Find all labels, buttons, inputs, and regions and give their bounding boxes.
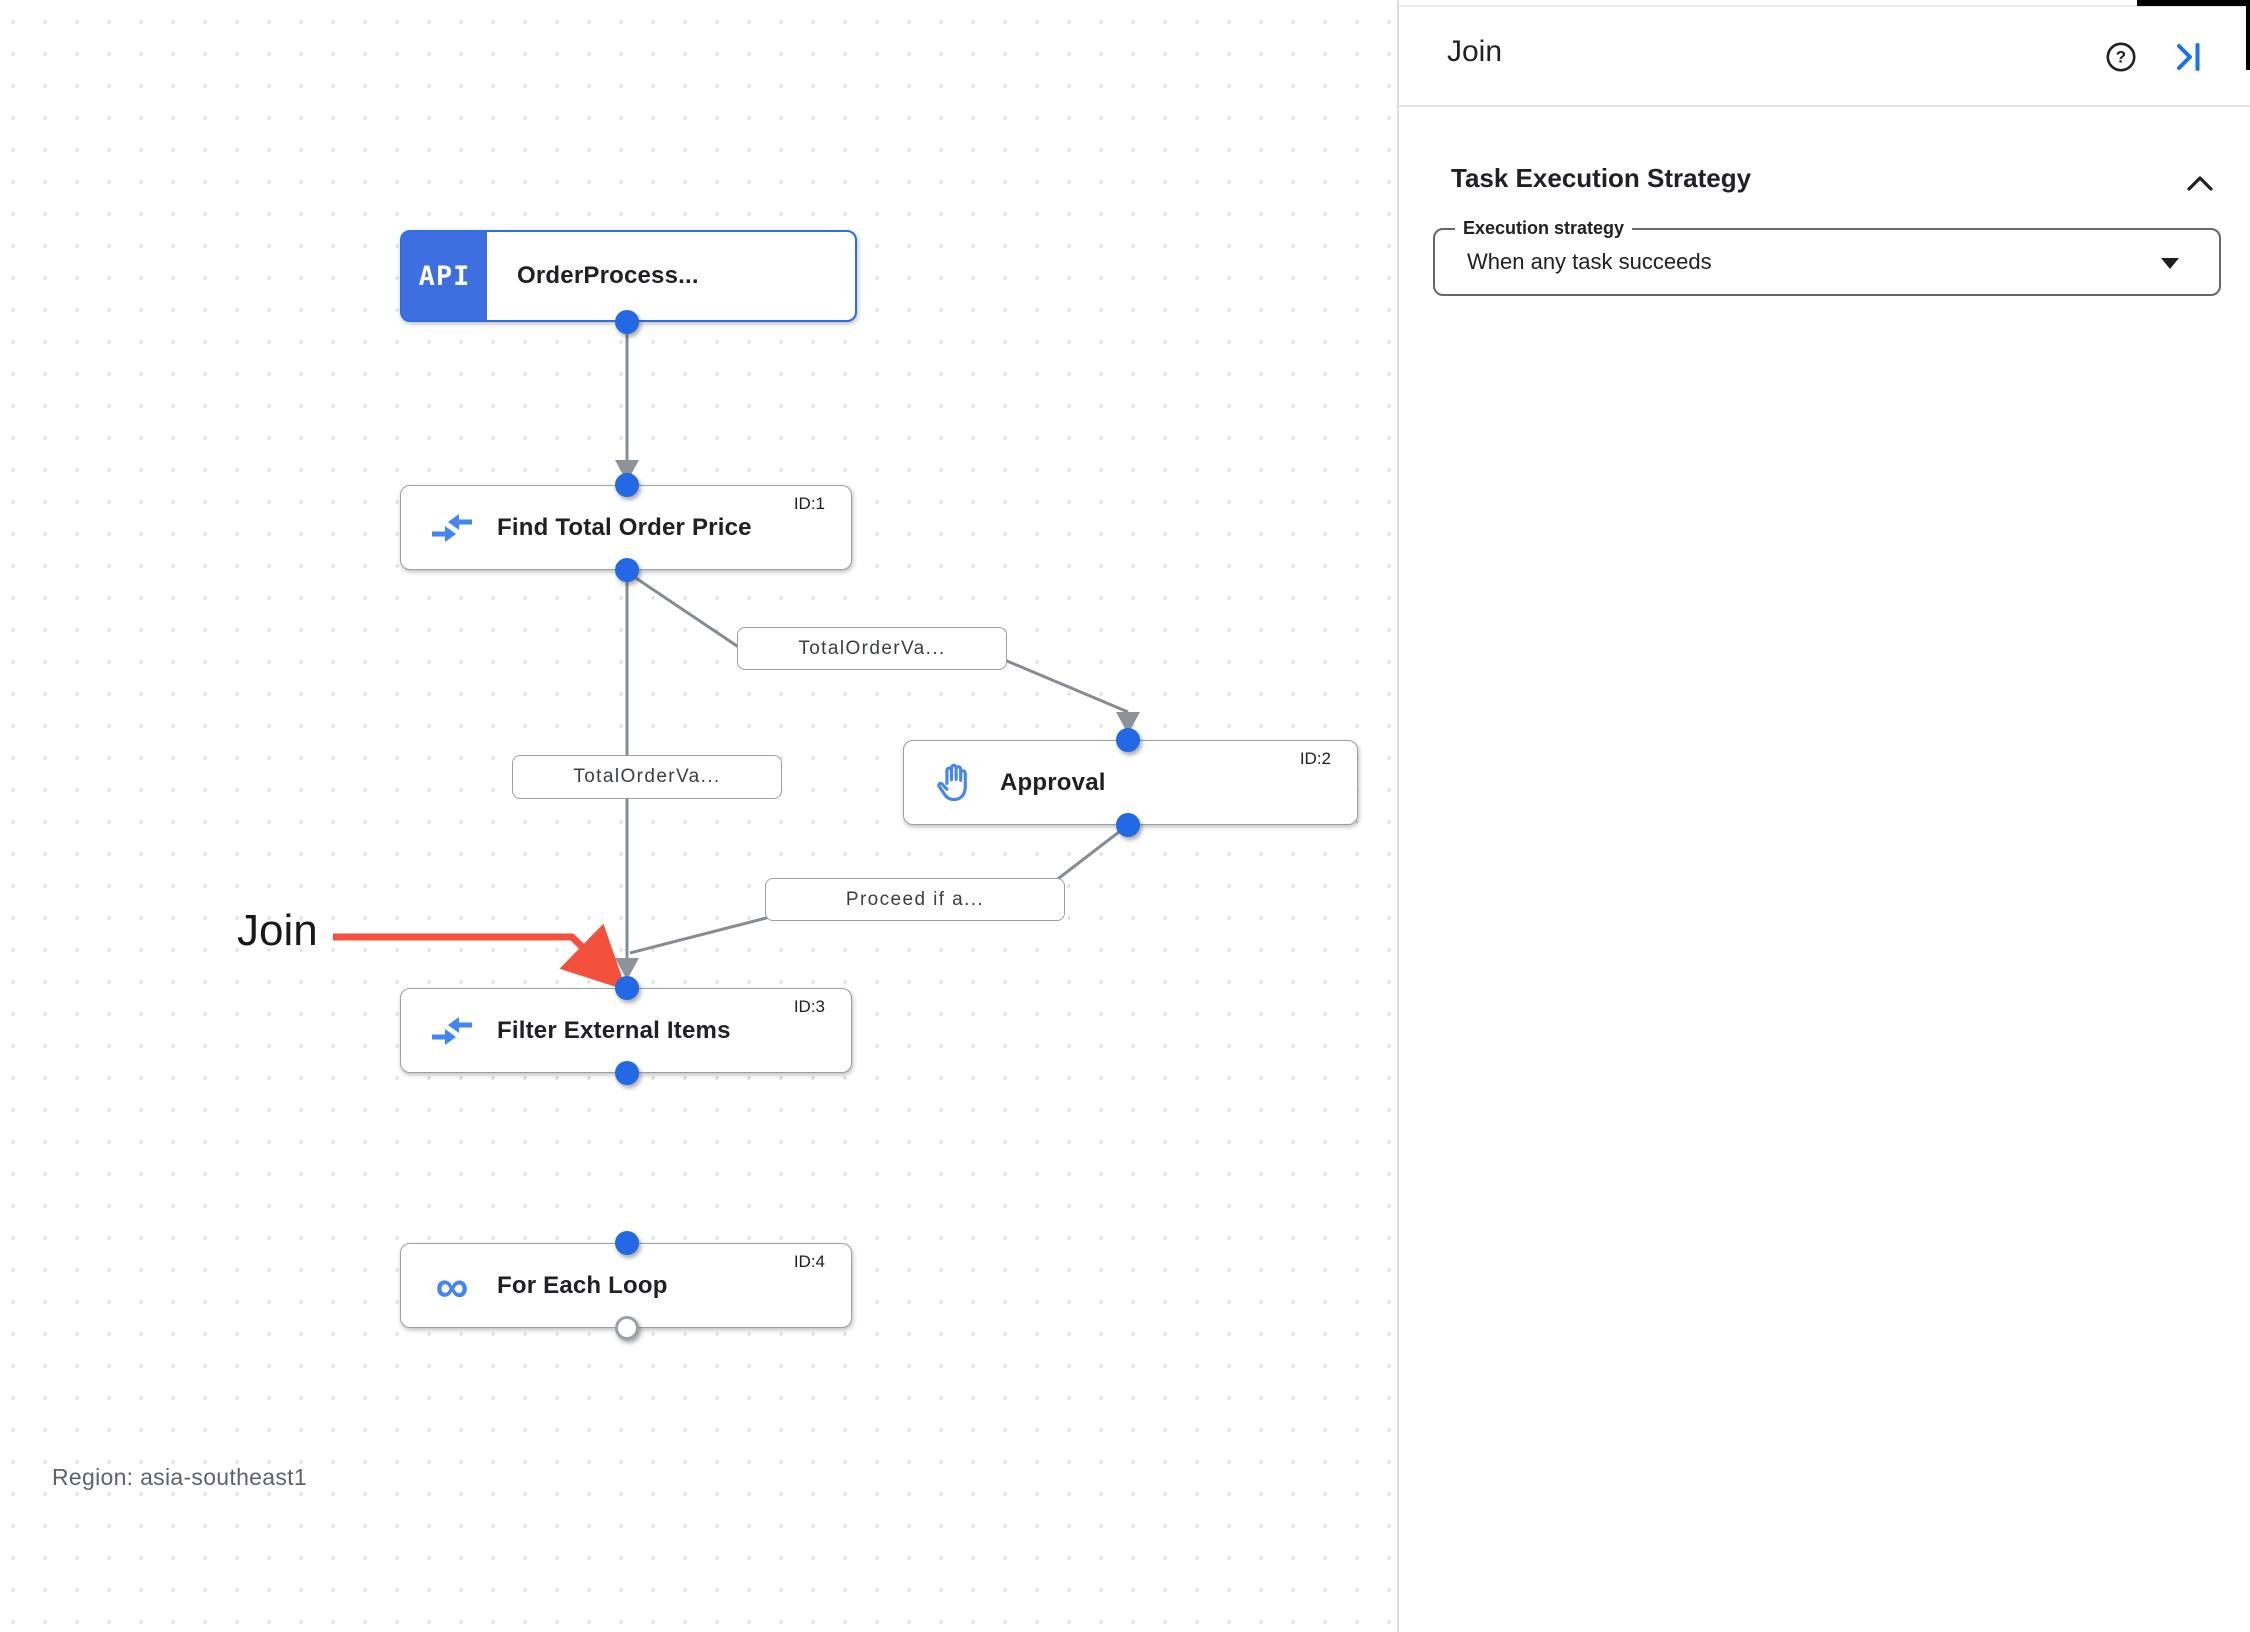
window-corner-bar-horizontal [2137, 0, 2250, 6]
connector-out-find-total[interactable] [615, 558, 639, 582]
node-title: Find Total Order Price [497, 513, 752, 541]
data-mapping-icon [427, 513, 477, 543]
node-filter-external-items[interactable]: ID:3 Filter External Items [400, 988, 852, 1073]
execution-strategy-label: Execution strategy [1455, 217, 1633, 239]
section-title-task-execution-strategy: Task Execution Strategy [1451, 163, 1752, 193]
approval-hand-icon [930, 761, 980, 805]
connector-out-filter[interactable] [615, 1061, 639, 1085]
node-approval[interactable]: ID:2 Approval [903, 740, 1358, 825]
edge-label-totalordervalue-left[interactable]: TotalOrderVa... [512, 755, 782, 799]
execution-strategy-select[interactable]: Execution strategy When any task succeed… [1433, 217, 2221, 296]
edge-label-proceed-if[interactable]: Proceed if a... [765, 878, 1065, 921]
for-each-loop-icon: ∞ [435, 1259, 469, 1312]
workflow-canvas[interactable]: TotalOrderVa... TotalOrderVa... Proceed … [0, 0, 1397, 1632]
window-corner-bar-vertical [2246, 0, 2250, 70]
connector-in-filter[interactable] [615, 976, 639, 1000]
node-id-badge: ID:4 [793, 1252, 825, 1271]
region-label: Region: asia-southeast1 [52, 1464, 307, 1490]
panel-top-border [1399, 5, 2250, 7]
node-title: Approval [1000, 768, 1106, 796]
node-id-badge: ID:3 [793, 997, 825, 1016]
panel-divider [1399, 105, 2250, 107]
join-annotation-label: Join [237, 906, 318, 955]
connector-in-approval[interactable] [1116, 728, 1140, 752]
connector-in-find-total[interactable] [615, 473, 639, 497]
panel-title: Join [1447, 35, 1503, 68]
edge-label-totalordervalue-right[interactable]: TotalOrderVa... [737, 627, 1007, 670]
help-icon[interactable]: ? [2105, 41, 2137, 78]
execution-strategy-value: When any task succeeds [1467, 249, 1712, 274]
dropdown-caret-icon [2161, 258, 2179, 269]
node-orderprocess-trigger[interactable]: API OrderProcess... [400, 230, 857, 322]
node-title: OrderProcess... [517, 262, 699, 289]
data-mapping-icon [427, 1016, 477, 1046]
connector-out-orderprocess[interactable] [615, 310, 639, 334]
node-title: Filter External Items [497, 1016, 731, 1044]
svg-text:?: ? [2116, 48, 2126, 67]
join-annotation-arrow [333, 923, 627, 991]
api-trigger-icon: API [402, 232, 487, 320]
connector-out-approval[interactable] [1116, 813, 1140, 837]
node-id-badge: ID:2 [1299, 749, 1331, 768]
collapse-panel-icon[interactable] [2175, 42, 2205, 77]
node-id-badge: ID:1 [793, 494, 825, 513]
connector-in-for-each[interactable] [615, 1231, 639, 1255]
node-title: For Each Loop [497, 1271, 668, 1299]
config-panel: Join ? Task Execution Strategy [1397, 0, 2250, 1632]
connector-out-for-each[interactable] [615, 1316, 639, 1340]
chevron-up-icon[interactable] [2185, 174, 2215, 199]
